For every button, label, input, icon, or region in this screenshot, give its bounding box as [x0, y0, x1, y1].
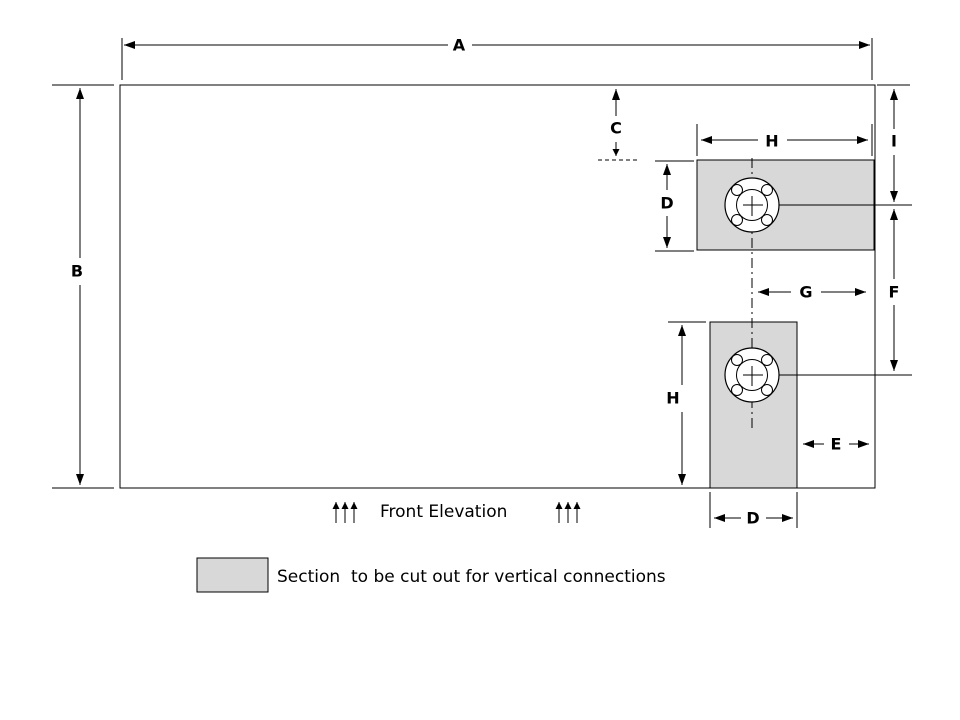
legend: Section to be cut out for vertical conne… [196, 557, 666, 593]
legend-swatch [196, 557, 269, 593]
cutout-bottom-right [709, 321, 798, 489]
panel-outline [119, 84, 876, 489]
hatch-marks-right [555, 502, 581, 523]
dimension-f-label: F [889, 283, 900, 302]
dimension-f: F [889, 209, 900, 371]
dimension-e: E [803, 435, 869, 454]
dimension-h-top: H [696, 124, 873, 156]
dimension-h-top-label: H [765, 132, 778, 151]
dimension-a-label: A [453, 36, 466, 55]
dimension-g: G [758, 283, 866, 302]
dimension-b-label: B [71, 262, 83, 281]
hatch-marks-left [332, 502, 358, 523]
dimension-b: B [52, 84, 114, 489]
legend-label: Section to be cut out for vertical conne… [277, 567, 666, 587]
drawing-caption: Front Elevation [380, 502, 507, 522]
dimension-c: C [598, 89, 640, 161]
flange-connection-top [724, 177, 780, 233]
cutout-sections [696, 159, 875, 489]
dimension-d-top-label: D [660, 194, 673, 213]
dimension-a: A [121, 36, 873, 80]
flange-connection-bottom [724, 347, 780, 403]
dimension-d-bottom: D [709, 492, 798, 528]
dimension-g-label: G [799, 283, 812, 302]
dimension-d-bottom-label: D [746, 509, 759, 528]
caption-group: Front Elevation [332, 502, 581, 523]
dimension-h-side-label: H [666, 389, 679, 408]
dimension-d-top: D [655, 160, 694, 252]
dimension-h-side: H [666, 321, 706, 485]
dimension-i: I [877, 84, 910, 202]
dimension-c-label: C [610, 119, 622, 138]
dimension-i-label: I [891, 132, 897, 151]
dimension-e-label: E [831, 435, 842, 454]
